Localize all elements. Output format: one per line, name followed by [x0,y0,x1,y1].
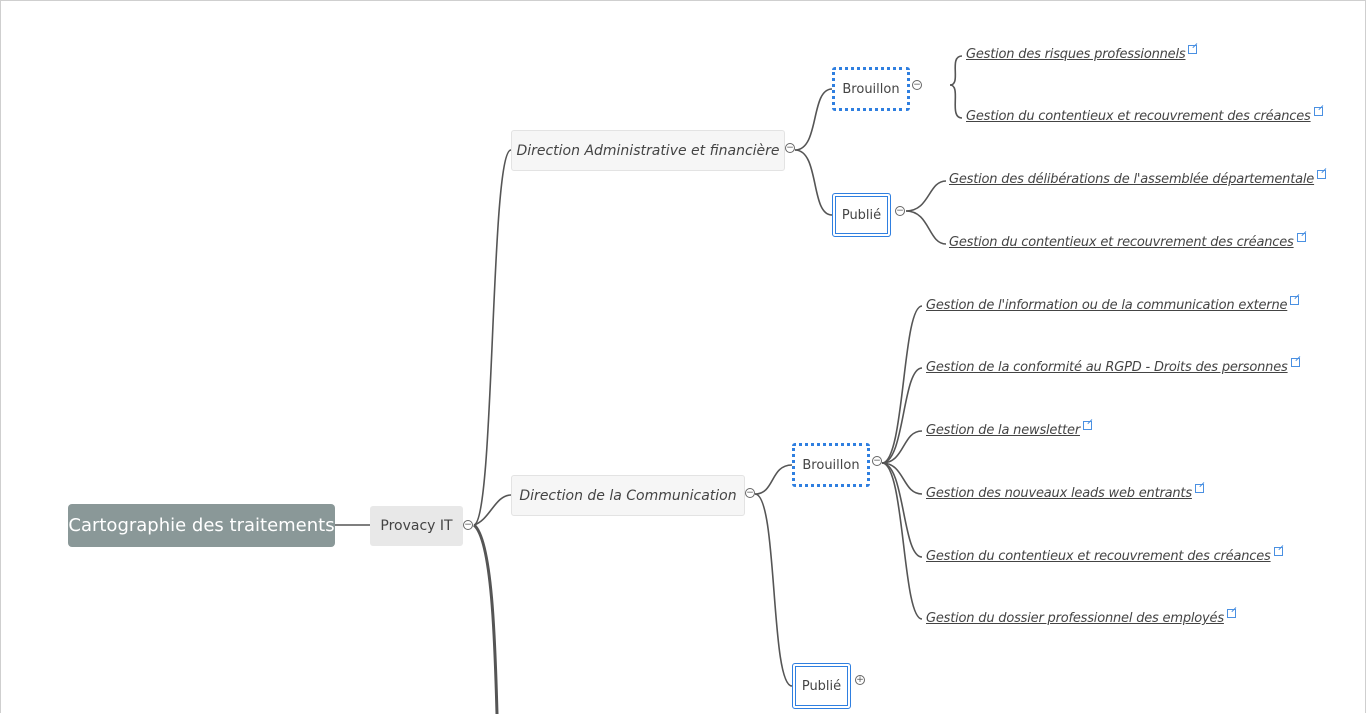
collapse-toggle-icon[interactable]: − [872,456,882,466]
processing-link[interactable]: Gestion du contentieux et recouvrement d… [966,107,1323,124]
collapse-toggle-icon[interactable]: − [463,520,473,530]
processing-link[interactable]: Gestion des nouveaux leads web entrants [926,484,1204,501]
external-link-icon[interactable] [1290,358,1300,367]
direction-node[interactable]: Direction de la Communication [511,475,745,516]
processing-link[interactable]: Gestion des risques professionnels [966,45,1198,62]
processing-link[interactable]: Gestion des délibérations de l'assemblée… [949,170,1327,187]
root-node[interactable]: Cartographie des traitements [68,504,335,547]
external-link-icon[interactable] [1290,296,1300,305]
processing-link[interactable]: Gestion du contentieux et recouvrement d… [949,233,1306,250]
external-link-icon[interactable] [1082,421,1092,430]
external-link-icon[interactable] [1317,170,1327,179]
processing-link[interactable]: Gestion de la conformité au RGPD - Droit… [926,358,1300,375]
collapse-toggle-icon[interactable]: − [785,143,795,153]
external-link-icon[interactable] [1296,233,1306,242]
collapse-toggle-icon[interactable]: − [745,488,755,498]
expand-toggle-icon[interactable]: + [855,675,865,685]
processing-link[interactable]: Gestion de la newsletter [926,421,1092,438]
external-link-icon[interactable] [1188,45,1198,54]
status-node-draft[interactable]: Brouillon [832,67,910,111]
collapse-toggle-icon[interactable]: − [895,206,905,216]
external-link-icon[interactable] [1226,609,1236,618]
direction-node[interactable]: Direction Administrative et financière [511,130,785,171]
external-link-icon[interactable] [1313,107,1323,116]
processing-link[interactable]: Gestion du dossier professionnel des emp… [926,609,1236,626]
status-node-published[interactable]: Publié [832,193,891,237]
processing-link[interactable]: Gestion du contentieux et recouvrement d… [926,547,1283,564]
external-link-icon[interactable] [1273,547,1283,556]
status-node-draft[interactable]: Brouillon [792,443,870,487]
external-link-icon[interactable] [1194,484,1204,493]
processing-link[interactable]: Gestion de l'information ou de la commun… [926,296,1300,313]
organization-node[interactable]: Provacy IT [370,506,463,546]
collapse-toggle-icon[interactable]: − [912,80,922,90]
status-node-published[interactable]: Publié [792,663,851,709]
